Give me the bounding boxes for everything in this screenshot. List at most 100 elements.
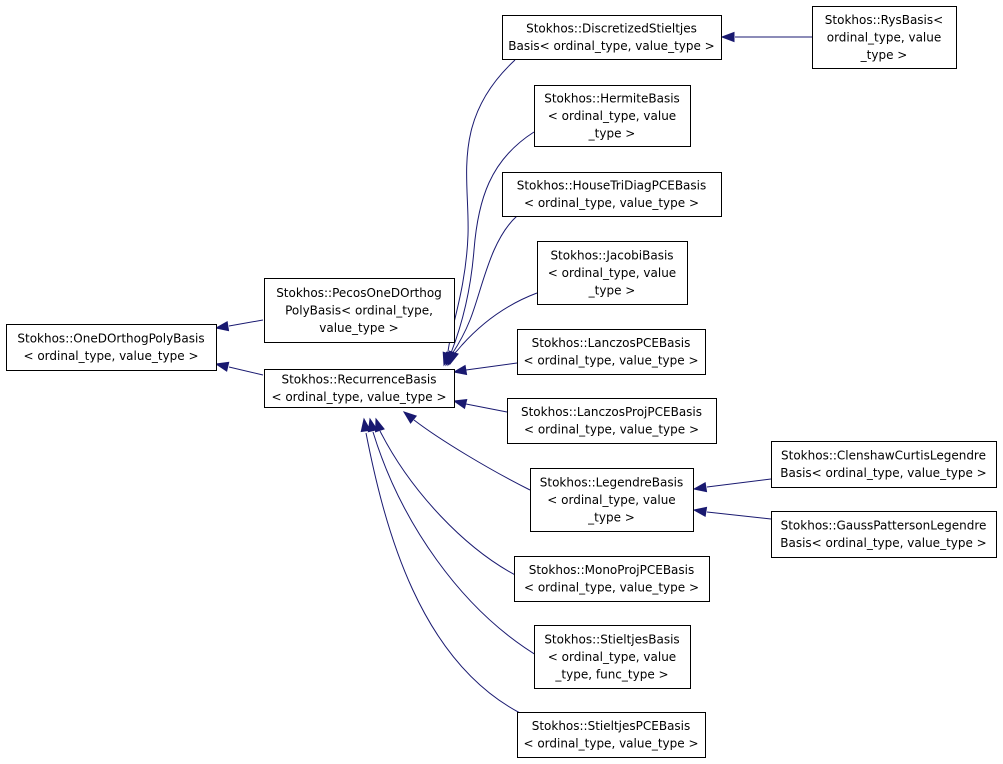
class-box (534, 625, 691, 689)
class-box (264, 278, 455, 343)
edge-line (413, 419, 531, 491)
class-label-line: < ordinal_type, value_type > (524, 423, 699, 437)
class-label-line: Stokhos::HouseTriDiagPCEBasis (517, 179, 707, 193)
class-label-line: < ordinal_type, value (548, 266, 676, 280)
class-label-line: Stokhos::HermiteBasis (544, 91, 680, 105)
edge-rys-to-discretized (720, 31, 812, 43)
class-label-line: _type > (587, 510, 635, 524)
class-node-recurrence[interactable]: Stokhos::RecurrenceBasis< ordinal_type, … (264, 369, 455, 408)
edge-line (228, 319, 264, 327)
arrowhead (692, 481, 708, 493)
class-label-line: < ordinal_type, value_type > (524, 581, 699, 595)
edge-housetridiag-to-recurrence (447, 215, 518, 367)
edge-line (451, 215, 518, 355)
class-node-onedorthog[interactable]: Stokhos::OneDOrthogPolyBasis< ordinal_ty… (6, 324, 217, 371)
edge-stieltjespce-to-recurrence (360, 417, 521, 714)
arrowhead (214, 361, 230, 372)
edge-recurrence-to-onedorthog (214, 361, 264, 376)
class-label-line: PolyBasis< ordinal_type, (285, 303, 433, 317)
class-box (530, 468, 694, 532)
class-box (502, 172, 722, 217)
class-box (507, 398, 717, 444)
class-node-monoproj[interactable]: Stokhos::MonoProjPCEBasis< ordinal_type,… (514, 556, 710, 602)
class-node-stieltjespce[interactable]: Stokhos::StieltjesPCEBasis< ordinal_type… (517, 712, 706, 758)
edge-legendre-to-recurrence (402, 411, 531, 491)
edge-gausspatterson-to-legendre (692, 506, 772, 520)
class-box (6, 324, 217, 371)
class-label-line: Stokhos::LegendreBasis (540, 475, 683, 489)
class-label-line: Stokhos::StieltjesBasis (544, 632, 679, 646)
class-label-line: < ordinal_type, value_type > (523, 737, 698, 751)
class-label-line: Stokhos::RecurrenceBasis (281, 373, 436, 387)
edge-line (465, 362, 518, 371)
class-label-line: Stokhos::StieltjesPCEBasis (532, 719, 691, 733)
class-node-housetridiag[interactable]: Stokhos::HouseTriDiagPCEBasis< ordinal_t… (502, 172, 722, 217)
edge-pecos-to-onedorthog (214, 319, 264, 332)
arrowhead (720, 31, 735, 43)
class-box (771, 511, 997, 558)
class-label-line: Stokhos::LanczosProjPCEBasis (521, 405, 702, 419)
class-label-line: ordinal_type, value (827, 30, 942, 44)
class-box (502, 15, 722, 60)
class-label-line: < ordinal_type, value_type > (523, 354, 698, 368)
class-box (534, 85, 691, 147)
class-label-line: Stokhos::DiscretizedStieltjes (526, 22, 697, 36)
class-label-line: < ordinal_type, value_type > (271, 390, 446, 404)
class-label-line: _type > (588, 126, 636, 140)
arrowhead (367, 417, 378, 433)
class-node-lanczosproj[interactable]: Stokhos::LanczosProjPCEBasis< ordinal_ty… (507, 398, 717, 444)
class-label-line: Stokhos::PecosOneDOrthog (276, 286, 442, 300)
class-label-line: < ordinal_type, value (547, 493, 675, 507)
edge-line (465, 403, 508, 413)
class-label-line: Stokhos::OneDOrthogPolyBasis (17, 332, 204, 346)
class-box (514, 556, 710, 602)
class-label-line: Stokhos::GaussPattersonLegendre (781, 519, 987, 533)
edge-stieltjes-to-recurrence (367, 417, 542, 659)
class-label-line: value_type > (319, 321, 398, 335)
edge-jacobi-to-recurrence (448, 292, 538, 366)
class-label-line: < ordinal_type, value (548, 109, 676, 123)
edges-layer (214, 31, 812, 714)
class-node-jacobi[interactable]: Stokhos::JacobiBasis< ordinal_type, valu… (537, 241, 688, 305)
edge-line (365, 432, 521, 714)
edge-line (706, 511, 772, 520)
arrowhead (402, 411, 418, 424)
class-node-legendre[interactable]: Stokhos::LegendreBasis< ordinal_type, va… (530, 468, 694, 532)
edge-lanczos-to-recurrence (452, 362, 518, 376)
edge-monoproj-to-recurrence (374, 417, 522, 579)
class-node-stieltjes[interactable]: Stokhos::StieltjesBasis< ordinal_type, v… (534, 625, 691, 689)
class-box (517, 329, 706, 375)
arrowhead (374, 417, 385, 433)
class-node-lanczos[interactable]: Stokhos::LanczosPCEBasis< ordinal_type, … (517, 329, 706, 375)
arrowhead (214, 320, 230, 332)
class-node-rys[interactable]: Stokhos::RysBasis<ordinal_type, value_ty… (812, 6, 957, 69)
edge-line (706, 478, 772, 488)
arrowhead (452, 398, 468, 410)
class-label-line: _type > (588, 283, 636, 297)
edge-clenshaw-to-legendre (692, 478, 772, 493)
edge-line (450, 131, 535, 354)
class-label-line: Stokhos::MonoProjPCEBasis (529, 563, 695, 577)
arrowhead (692, 506, 708, 518)
nodes-layer: Stokhos::OneDOrthogPolyBasis< ordinal_ty… (6, 6, 997, 758)
class-label-line: < ordinal_type, value_type > (23, 349, 198, 363)
class-label-line: Basis< ordinal_type, value_type > (780, 466, 987, 480)
arrowhead (360, 417, 371, 433)
class-label-line: < ordinal_type, value (548, 650, 676, 664)
class-box (517, 712, 706, 758)
edge-lanczosproj-to-recurrence (452, 398, 508, 413)
class-label-line: < ordinal_type, value_type > (524, 196, 699, 210)
class-label-line: _type > (860, 48, 908, 62)
edge-line (379, 430, 522, 579)
class-label-line: Basis< ordinal_type, value_type > (780, 536, 987, 550)
class-box (812, 6, 957, 69)
edge-line (228, 366, 264, 376)
class-box (264, 369, 455, 408)
arrowhead (448, 350, 459, 366)
class-node-hermite[interactable]: Stokhos::HermiteBasis< ordinal_type, val… (534, 85, 691, 147)
class-box (771, 441, 997, 488)
